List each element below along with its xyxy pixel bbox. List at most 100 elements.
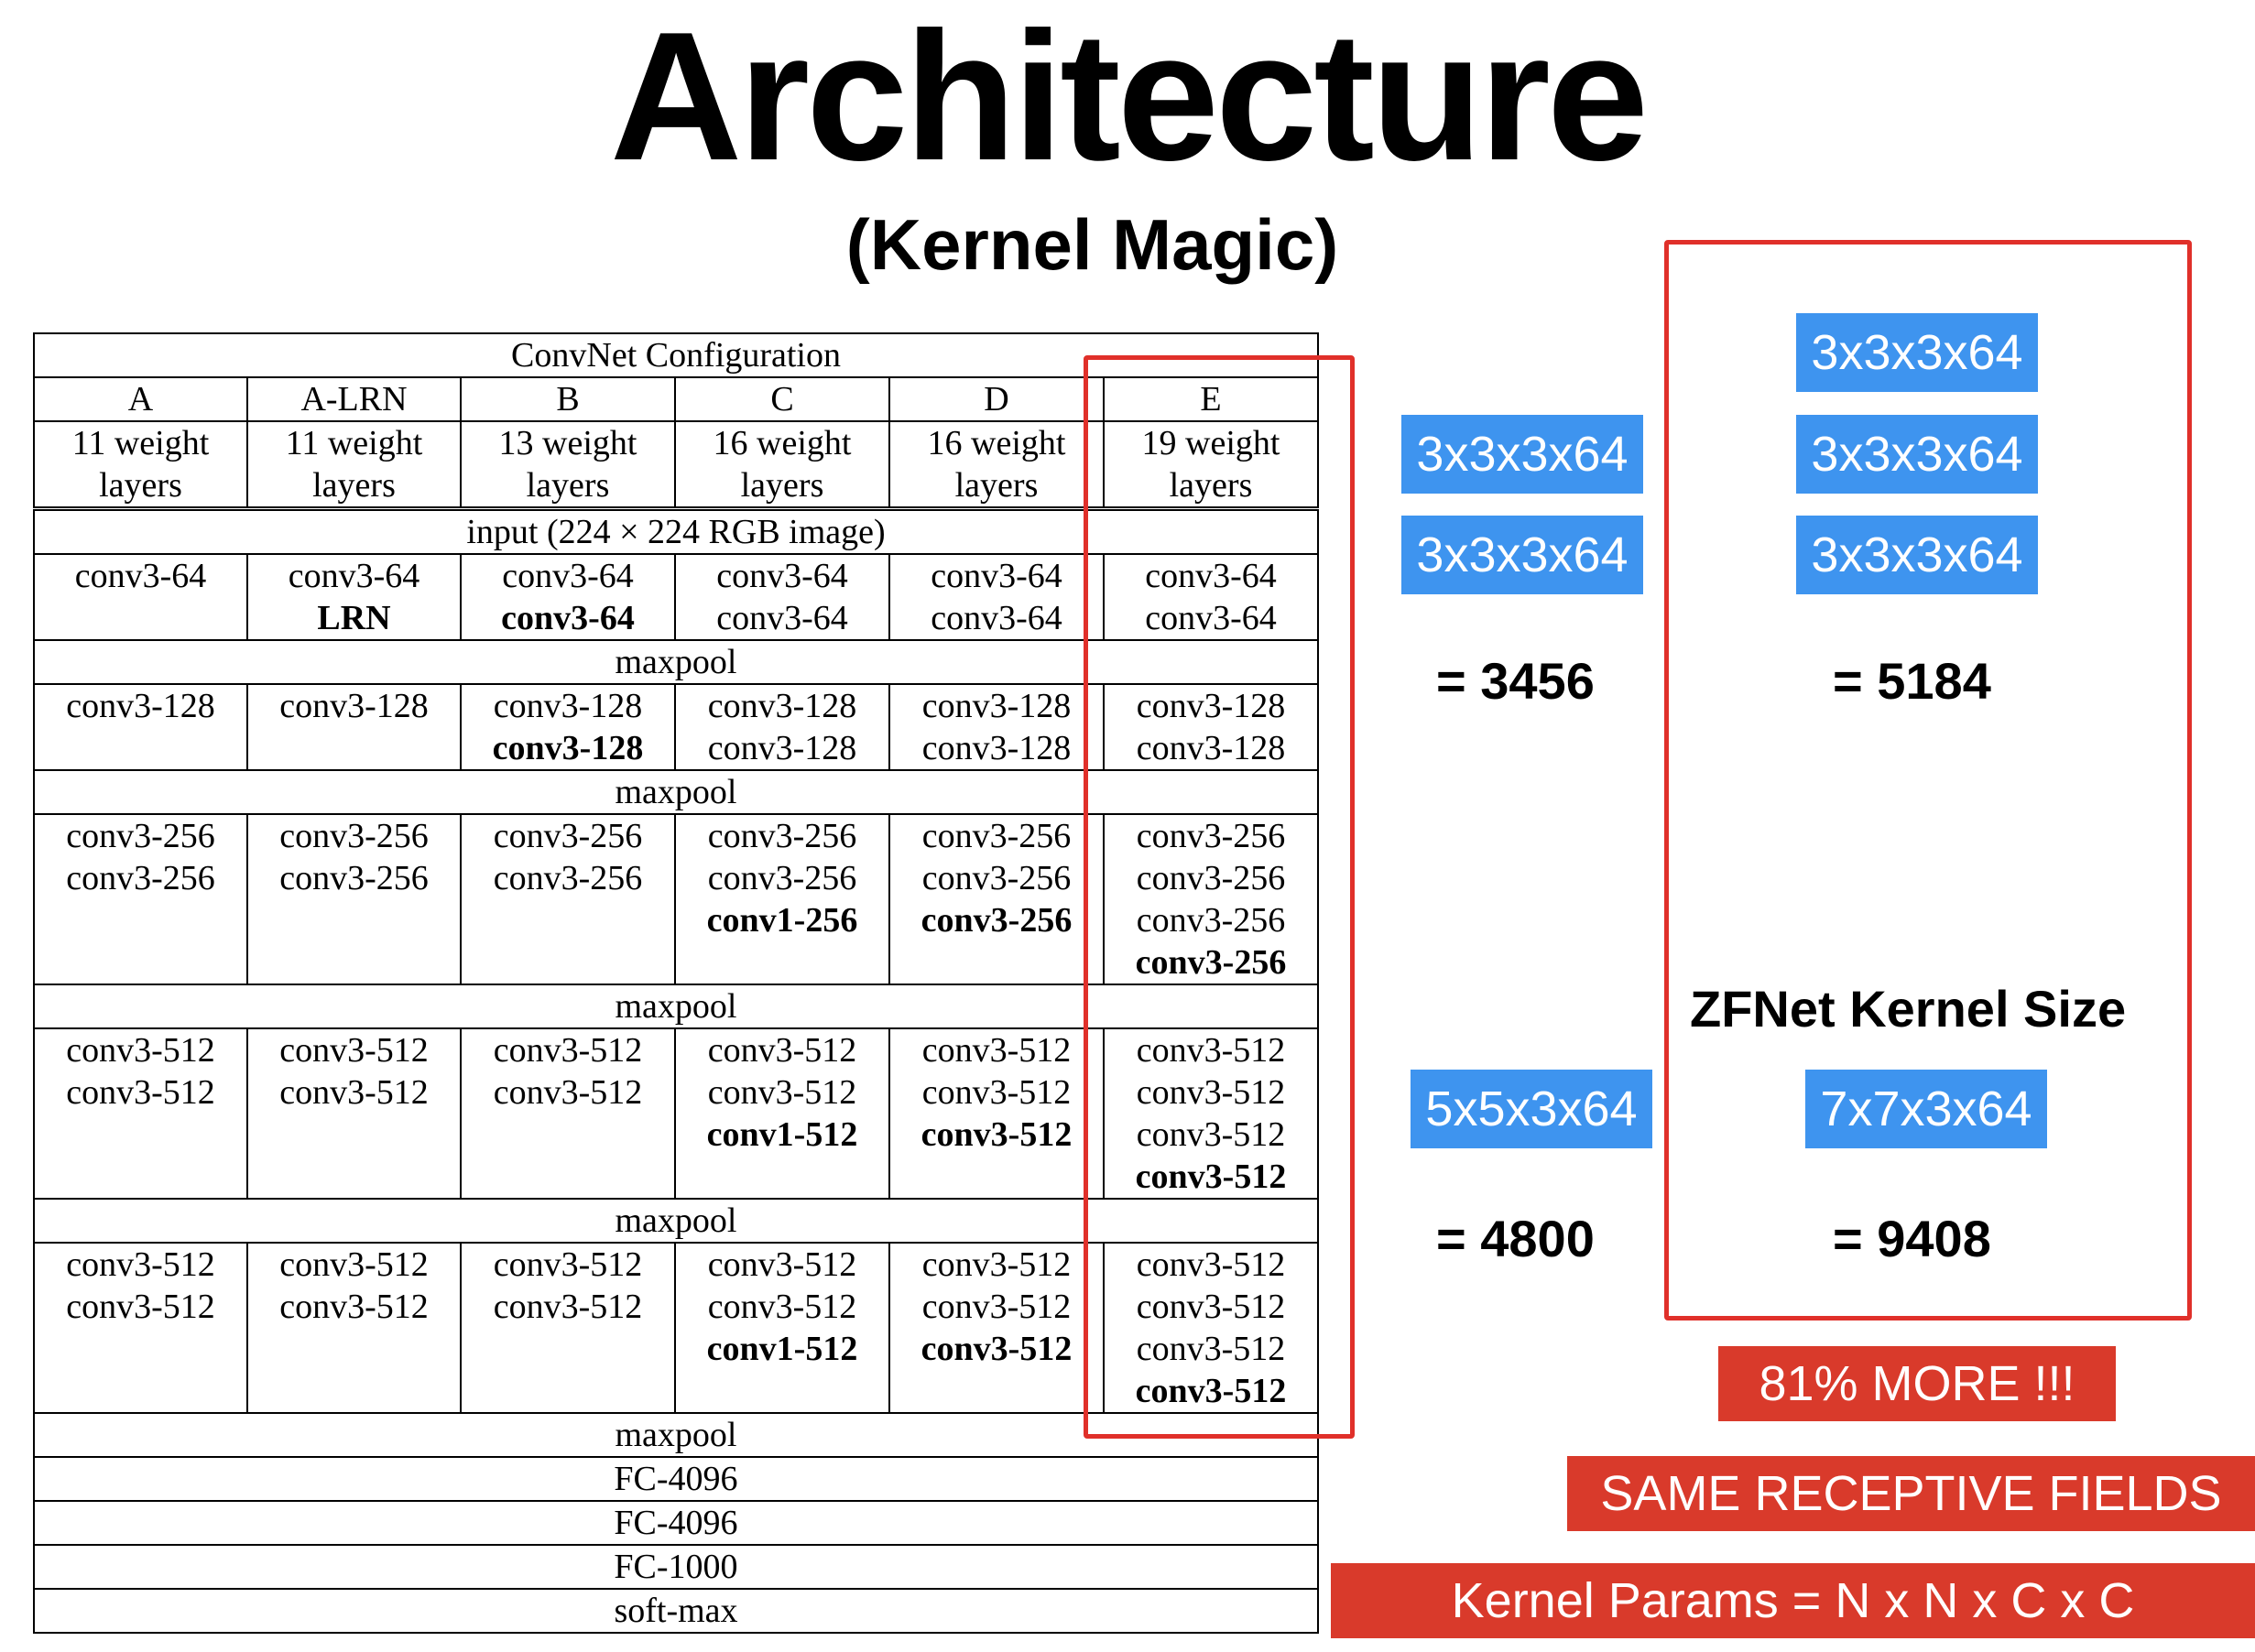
column-header: A-LRN	[246, 376, 462, 422]
column-header: A	[33, 376, 248, 422]
table-row: maxpool	[33, 1412, 1319, 1458]
layer-entry: conv3-64	[501, 599, 635, 637]
layer-entry: conv3-512	[1136, 1245, 1286, 1284]
layer-entry: conv3-512	[921, 1330, 1073, 1368]
layer-entry: conv3-512	[493, 1073, 643, 1112]
conv-block-cell: conv3-128 conv3-128	[674, 683, 890, 771]
layer-entry: conv3-256	[493, 817, 643, 855]
layer-entry: conv3-64	[1145, 557, 1277, 595]
layer-entry: layers	[954, 466, 1039, 505]
layer-entry: conv3-512	[707, 1031, 857, 1070]
kernel-label-7x7: 7x7x3x64	[1805, 1070, 2047, 1148]
layer-entry: layers	[740, 466, 824, 505]
conv-block-cell: conv3-256 conv3-256	[33, 813, 248, 985]
tail-row: FC-4096	[33, 1456, 1319, 1502]
layer-entry: conv3-512	[279, 1245, 429, 1284]
tail-row: FC-1000	[33, 1544, 1319, 1590]
table-row: ConvNet Configuration	[33, 332, 1319, 378]
layer-entry: conv3-256	[66, 859, 215, 897]
tail-row: maxpool	[33, 1412, 1319, 1458]
column-depth: 11 weight layers	[33, 420, 248, 511]
layer-entry: conv3-512	[1136, 1073, 1286, 1112]
layer-entry: layers	[1169, 466, 1253, 505]
table-caption: ConvNet Configuration	[33, 332, 1319, 378]
conv-block-cell: conv3-64 conv3-64	[674, 553, 890, 641]
kernel-label-3x3-right-1: 3x3x3x64	[1796, 313, 2038, 392]
slide-subtitle: (Kernel Magic)	[845, 204, 1339, 285]
layer-entry: 16 weight	[927, 424, 1066, 462]
conv-block-cell: conv3-128	[33, 683, 248, 771]
layer-entry: conv3-256	[707, 859, 857, 897]
layer-entry: conv3-512	[66, 1288, 215, 1326]
layer-entry: conv3-512	[921, 1245, 1072, 1284]
conv-block-cell: conv3-256 conv3-256 conv1-256	[674, 813, 890, 985]
zfnet-kernel-size-label: ZFNet Kernel Size	[1690, 980, 2127, 1038]
conv-block-cell: conv3-64	[33, 553, 248, 641]
layer-entry: conv3-128	[492, 729, 644, 767]
layer-entry: conv3-128	[1136, 729, 1286, 767]
layer-entry: conv1-256	[706, 901, 858, 940]
kernel-label-5x5: 5x5x3x64	[1411, 1070, 1652, 1148]
callout-kernel-params-formula: Kernel Params = N x N x C x C	[1331, 1563, 2255, 1638]
layer-entry: conv3-512	[66, 1245, 215, 1284]
layer-entry: conv1-512	[706, 1115, 858, 1154]
input-row: input (224 × 224 RGB image)	[33, 507, 1319, 555]
table-row: maxpool	[33, 639, 1319, 685]
layer-entry: conv3-512	[493, 1245, 643, 1284]
layer-entry: conv3-256	[1136, 901, 1286, 940]
layer-entry: 16 weight	[713, 424, 852, 462]
layer-entry: conv3-512	[1136, 1031, 1286, 1070]
layer-entry: conv3-256	[66, 817, 215, 855]
layer-entry: conv3-512	[279, 1031, 429, 1070]
layer-entry: conv3-64	[716, 557, 848, 595]
layer-entry: conv3-512	[493, 1288, 643, 1326]
layer-entry: conv3-128	[921, 729, 1072, 767]
layer-entry: conv3-512	[66, 1031, 215, 1070]
layer-entry: conv3-64	[288, 557, 420, 595]
layer-entry: conv3-128	[707, 687, 857, 725]
layer-entry: conv3-128	[921, 687, 1072, 725]
layer-entry: 11 weight	[71, 424, 210, 462]
layer-entry: conv3-256	[279, 859, 429, 897]
layer-entry: layers	[312, 466, 396, 505]
layer-entry: conv3-128	[707, 729, 857, 767]
table-row: FC-4096	[33, 1500, 1319, 1546]
table-row: input (224 × 224 RGB image)	[33, 507, 1319, 555]
table-row: maxpool	[33, 984, 1319, 1029]
layer-entry: layers	[526, 466, 610, 505]
table-row: FC-1000	[33, 1544, 1319, 1590]
layer-entry: conv3-256	[1136, 859, 1286, 897]
layer-entry: LRN	[317, 599, 391, 637]
conv-block-cell: conv3-512 conv3-512	[33, 1242, 248, 1414]
layer-entry: layers	[99, 466, 182, 505]
kernel-label-3x3-right-3: 3x3x3x64	[1796, 516, 2038, 594]
layer-entry: conv3-64	[716, 599, 848, 637]
table-row: maxpool	[33, 1198, 1319, 1244]
layer-entry: conv1-512	[706, 1330, 858, 1368]
layer-entry: conv3-512	[1136, 1330, 1286, 1368]
layer-entry: conv3-256	[921, 901, 1073, 940]
layer-entry: conv3-128	[66, 687, 215, 725]
layer-entry: conv3-256	[707, 817, 857, 855]
kernel-label-3x3-left-1: 3x3x3x64	[1401, 415, 1643, 494]
maxpool-row: maxpool	[33, 984, 1319, 1029]
